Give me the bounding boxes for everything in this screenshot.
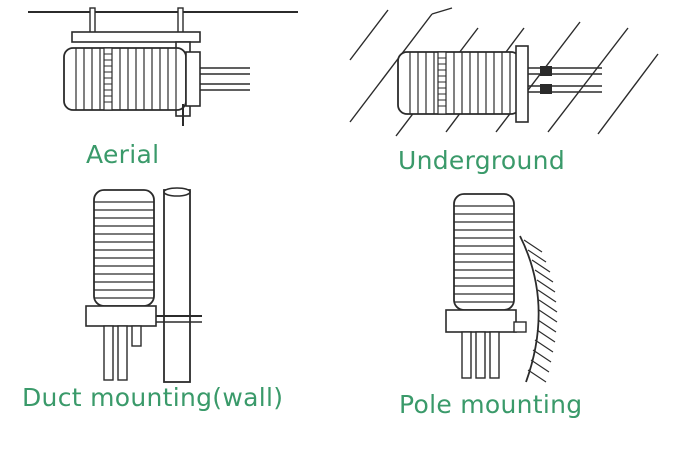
pole-closure-illustration (445, 193, 558, 383)
caption-duct-mounting-wall: Duct mounting(wall) (22, 383, 284, 412)
duct-wall-closure-body (93, 189, 155, 307)
pole-port-2 (475, 331, 486, 379)
caption-underground: Underground (398, 146, 565, 175)
pole-port-3 (489, 331, 500, 379)
pole-port-1 (461, 331, 472, 379)
duct-wall-port-2 (117, 325, 128, 381)
underground-closure-body (397, 51, 521, 115)
pole-mount-bolt (513, 321, 527, 333)
duct-wall-port-1 (103, 325, 114, 381)
aerial-closure-illustration (28, 7, 298, 126)
aerial-closure-body (63, 47, 187, 111)
duct-wall-pole (163, 189, 191, 383)
aerial-mount-bracket (71, 31, 201, 43)
caption-aerial: Aerial (86, 140, 160, 169)
pole-clamp-plate (445, 309, 517, 333)
pole-surface-hatching (523, 239, 558, 383)
duct-wall-closure-illustration (85, 187, 202, 383)
underground-fitting-top (540, 66, 552, 76)
pole-closure-body (453, 193, 515, 311)
aerial-end-cap (185, 51, 201, 107)
duct-wall-clamp-plate (85, 305, 157, 327)
underground-closure-illustration (349, 7, 659, 137)
underground-fitting-bottom (540, 84, 552, 94)
duct-wall-pole-top (163, 187, 191, 197)
duct-wall-port-3 (131, 325, 142, 347)
pole-surface (519, 235, 540, 383)
caption-pole-mounting: Pole mounting (399, 390, 583, 419)
underground-mount-plate (515, 45, 529, 123)
